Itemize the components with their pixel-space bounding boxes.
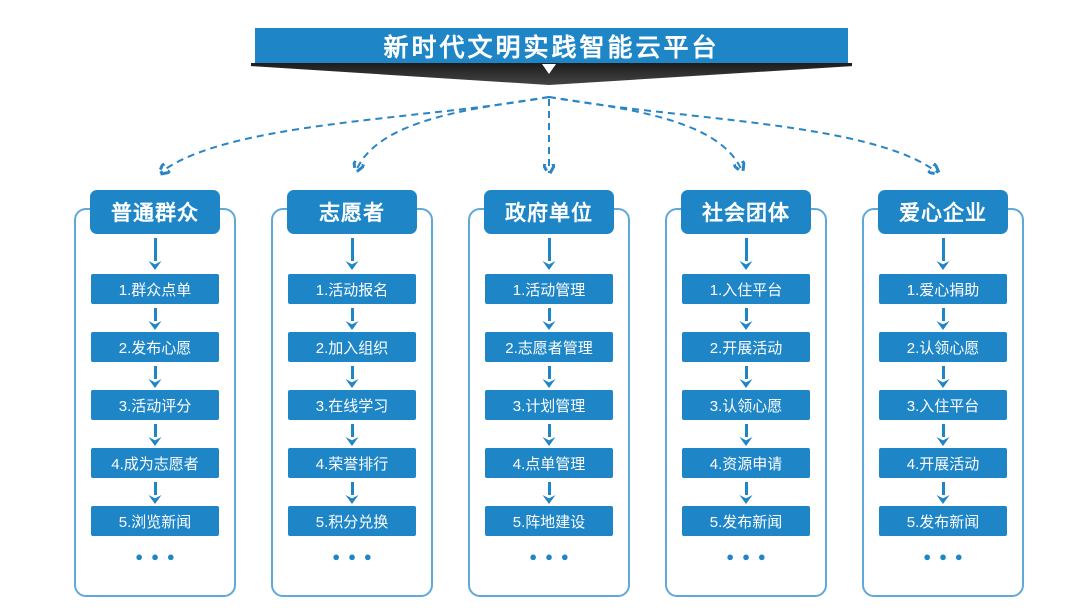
down-arrow-icon: [350, 366, 354, 379]
flow-step: 3.认领心愿: [682, 390, 810, 420]
down-arrow-icon: [547, 308, 551, 321]
banner-down-arrow-icon: [542, 64, 556, 74]
down-arrow-icon: [744, 308, 748, 321]
connector-to-column-caring-enterprises: [548, 96, 938, 173]
more-steps-indicator: ●●●: [923, 549, 971, 564]
down-arrow-icon: [547, 424, 551, 437]
down-arrow-icon: [941, 482, 945, 495]
down-arrow-icon: [547, 482, 551, 495]
column-header: 志愿者: [287, 190, 417, 234]
column-header: 爱心企业: [878, 190, 1008, 234]
flow-step: 1.活动管理: [485, 274, 613, 304]
down-arrow-icon: [153, 238, 157, 261]
flow-step: 4.开展活动: [879, 448, 1007, 478]
down-arrow-icon: [350, 482, 354, 495]
flow-step: 3.活动评分: [91, 390, 219, 420]
down-arrow-icon: [153, 308, 157, 321]
flow-step: 3.计划管理: [485, 390, 613, 420]
connector-to-column-social-groups: [548, 96, 742, 171]
flow-step: 1.入住平台: [682, 274, 810, 304]
platform-title-banner: 新时代文明实践智能云平台: [255, 28, 848, 64]
connector-to-column-general-public: [160, 96, 550, 173]
down-arrow-icon: [547, 238, 551, 261]
down-arrow-icon: [350, 424, 354, 437]
flow-step: 4.成为志愿者: [91, 448, 219, 478]
flow-step: 4.资源申请: [682, 448, 810, 478]
down-arrow-icon: [744, 366, 748, 379]
flow-step: 2.认领心愿: [879, 332, 1007, 362]
flow-step: 5.积分兑换: [288, 506, 416, 536]
flow-step: 1.爱心捐助: [879, 274, 1007, 304]
more-steps-indicator: ●●●: [726, 549, 774, 564]
flow-step: 4.荣誉排行: [288, 448, 416, 478]
down-arrow-icon: [941, 366, 945, 379]
more-steps-indicator: ●●●: [332, 549, 380, 564]
down-arrow-icon: [744, 238, 748, 261]
flow-step: 5.阵地建设: [485, 506, 613, 536]
flow-step: 5.浏览新闻: [91, 506, 219, 536]
down-arrow-icon: [941, 424, 945, 437]
down-arrow-icon: [153, 366, 157, 379]
column-caring-enterprises: 爱心企业 1.爱心捐助 2.认领心愿 3.入住平台 4.开展活动 5.发布新闻 …: [862, 190, 1024, 602]
column-social-groups: 社会团体 1.入住平台 2.开展活动 3.认领心愿 4.资源申请 5.发布新闻 …: [665, 190, 827, 602]
down-arrow-icon: [941, 308, 945, 321]
down-arrow-icon: [350, 238, 354, 261]
column-general-public: 普通群众 1.群众点单 2.发布心愿 3.活动评分 4.成为志愿者 5.浏览新闻…: [74, 190, 236, 602]
down-arrow-icon: [547, 366, 551, 379]
flow-step: 2.加入组织: [288, 332, 416, 362]
down-arrow-icon: [153, 424, 157, 437]
flow-step: 3.在线学习: [288, 390, 416, 420]
down-arrow-icon: [744, 424, 748, 437]
down-arrow-icon: [941, 238, 945, 261]
down-arrow-icon: [350, 308, 354, 321]
column-header: 普通群众: [90, 190, 220, 234]
down-arrow-icon: [153, 482, 157, 495]
column-volunteers: 志愿者 1.活动报名 2.加入组织 3.在线学习 4.荣誉排行 5.积分兑换 ●…: [271, 190, 433, 602]
column-header: 社会团体: [681, 190, 811, 234]
platform-title: 新时代文明实践智能云平台: [383, 34, 720, 62]
down-arrow-icon: [744, 482, 748, 495]
flow-step: 2.开展活动: [682, 332, 810, 362]
column-header: 政府单位: [484, 190, 614, 234]
flow-step: 4.点单管理: [485, 448, 613, 478]
connector-to-column-volunteers: [356, 96, 550, 171]
flow-step: 1.群众点单: [91, 274, 219, 304]
flow-step: 5.发布新闻: [879, 506, 1007, 536]
flow-step: 5.发布新闻: [682, 506, 810, 536]
flow-step: 2.发布心愿: [91, 332, 219, 362]
column-government-units: 政府单位 1.活动管理 2.志愿者管理 3.计划管理 4.点单管理 5.阵地建设…: [468, 190, 630, 602]
more-steps-indicator: ●●●: [529, 549, 577, 564]
flow-step: 3.入住平台: [879, 390, 1007, 420]
flow-step: 1.活动报名: [288, 274, 416, 304]
flow-step: 2.志愿者管理: [485, 332, 613, 362]
more-steps-indicator: ●●●: [135, 549, 183, 564]
